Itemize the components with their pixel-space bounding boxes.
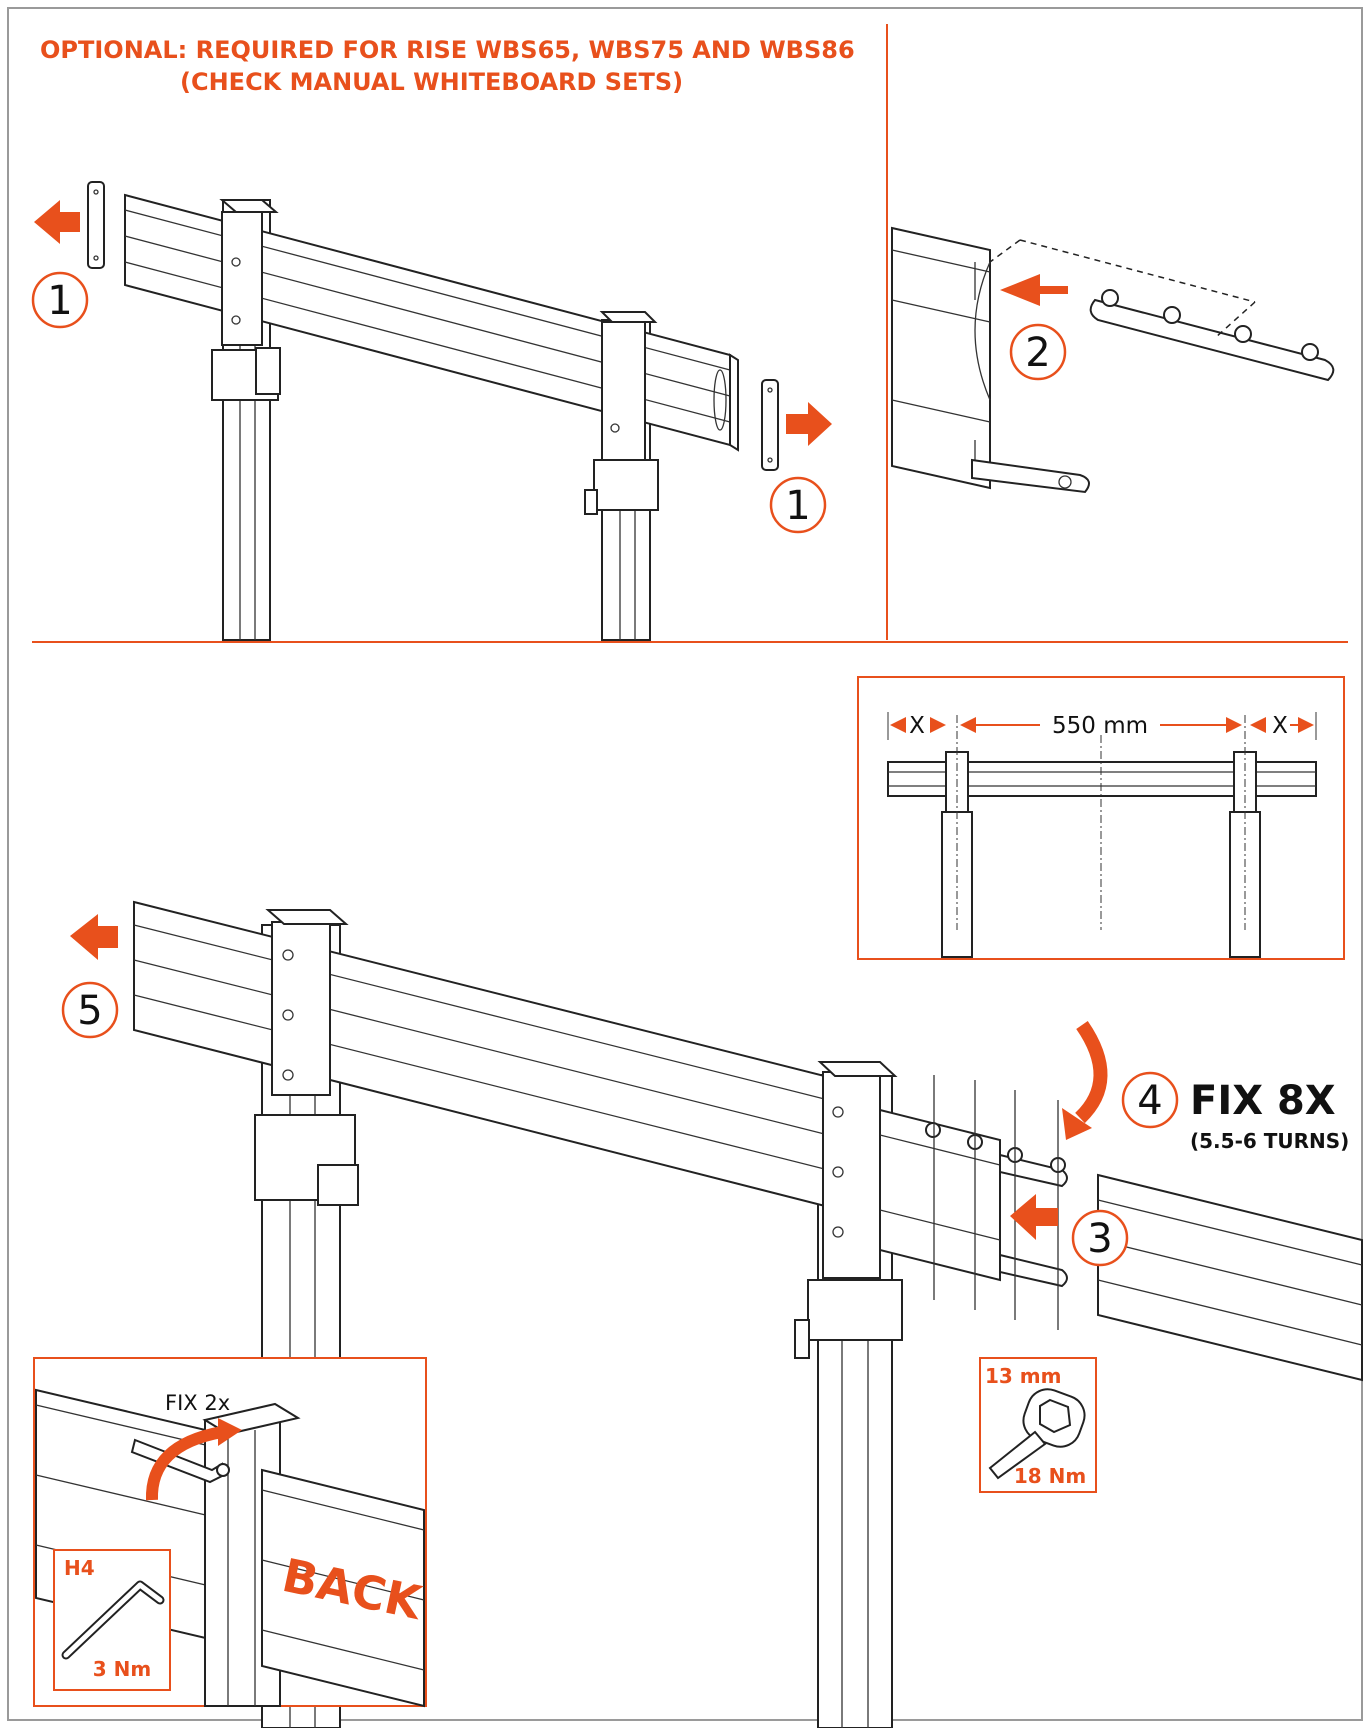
rotate-arrow-icon [1074, 1021, 1108, 1124]
fix-rotate-arrow-icon [145, 1426, 224, 1501]
main-assembly: 5 3 4 FIX 8X (5.5-6 TURNS) [61, 900, 1363, 1728]
socket-torque-label: 18 Nm [1014, 1464, 1086, 1488]
socket-tool-inset: 13 mm 18 Nm [979, 1357, 1097, 1493]
dim-x-left: X [909, 713, 925, 739]
endcap-right [761, 379, 779, 471]
page-frame [7, 7, 1363, 1721]
panel-remove-endcaps: 1 1 [31, 181, 832, 641]
step-circle-5 [61, 981, 119, 1039]
step-circle-2 [1009, 323, 1067, 381]
fix-2x-label: FIX 2x [165, 1391, 230, 1415]
fix-8x-label: FIX 8X [1190, 1078, 1336, 1124]
step-number-3: 3 [1087, 1216, 1112, 1262]
panel-insert-connector: 2 [891, 226, 1335, 494]
step-number-5: 5 [77, 988, 102, 1034]
header-line2: (CHECK MANUAL WHITEBOARD SETS) [180, 68, 683, 96]
dimension-inset: X 550 mm X [857, 676, 1345, 960]
header-line1: OPTIONAL: REQUIRED FOR RISE WBS65, WBS75… [40, 36, 855, 64]
arrow-push-left-icon [70, 914, 118, 960]
step-circle-1a [31, 271, 89, 329]
hex-key-size-label: H4 [64, 1556, 95, 1580]
step-circle-4 [1121, 1071, 1179, 1129]
dim-distance: 550 mm [1052, 713, 1148, 739]
socket-wrench-icon [988, 1388, 1086, 1480]
step-number-1b: 1 [785, 483, 810, 529]
arrow-insert-icon [1000, 274, 1068, 306]
connector-plate [989, 239, 1335, 382]
arrow-left-icon [34, 200, 80, 244]
arrow-right-icon [786, 402, 832, 446]
socket-size-label: 13 mm [985, 1364, 1061, 1388]
fix-turns-label: (5.5-6 TURNS) [1190, 1129, 1349, 1153]
step-circle-3 [1071, 1209, 1129, 1267]
step-number-2: 2 [1025, 330, 1050, 376]
step-circle-1b [769, 476, 827, 534]
back-detail-inset: FIX 2x BACK H4 3 Nm [33, 1357, 428, 1708]
step-number-4: 4 [1137, 1078, 1162, 1124]
endcap-left [87, 181, 105, 269]
step-number-1a: 1 [47, 278, 72, 324]
hex-key-torque-label: 3 Nm [93, 1657, 151, 1681]
dim-x-right: X [1272, 713, 1288, 739]
arrow-insert-right-icon [1010, 1194, 1058, 1240]
